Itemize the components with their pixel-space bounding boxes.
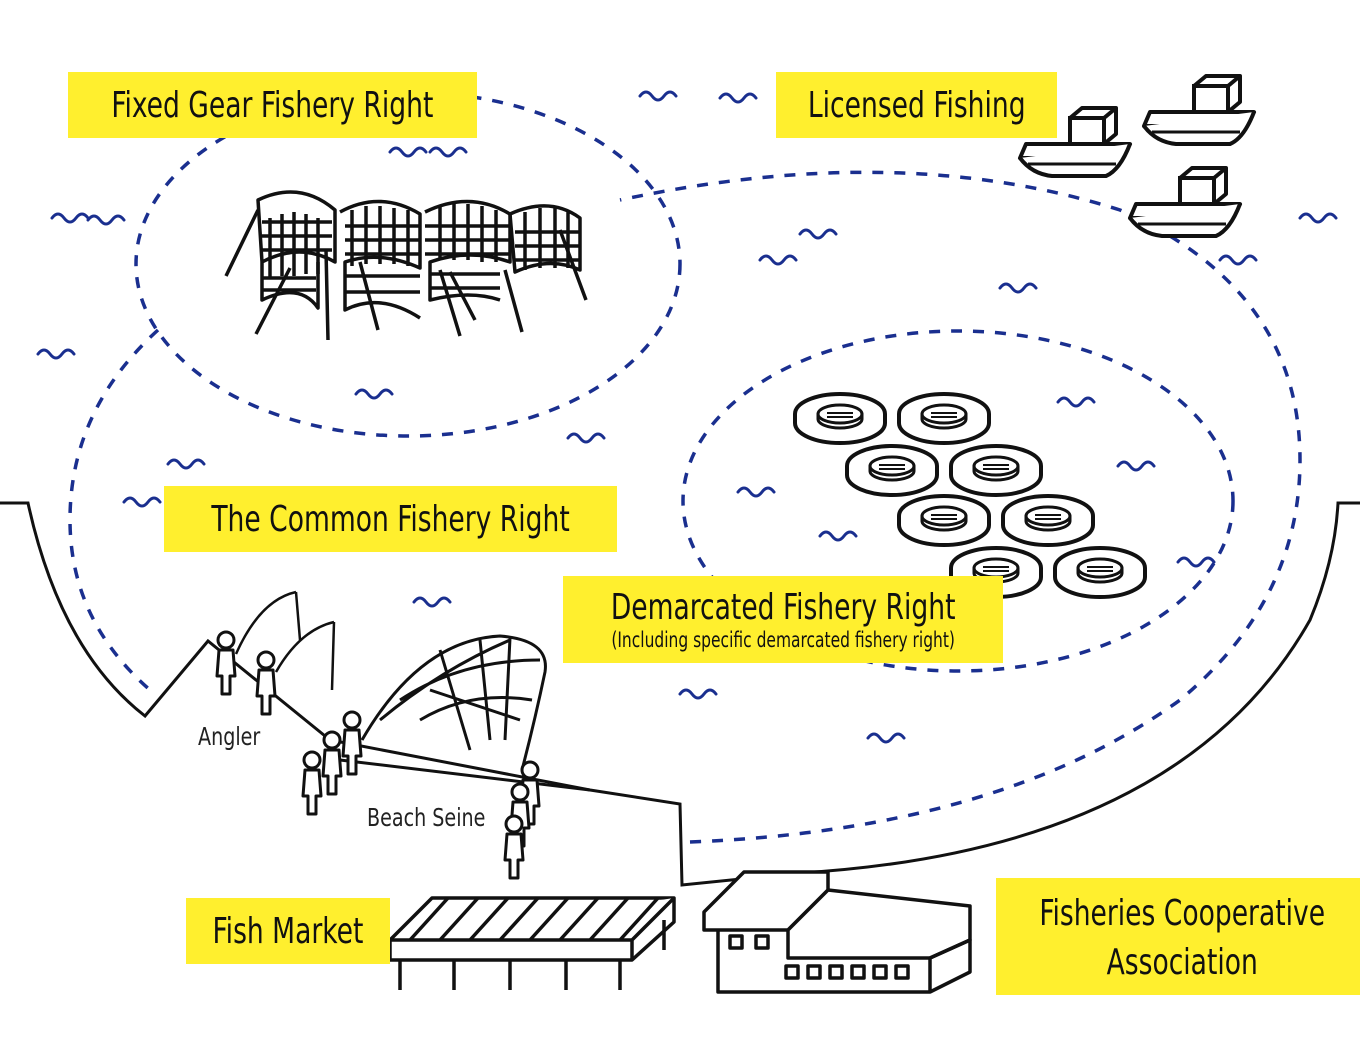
anglers <box>215 590 336 716</box>
common-fishery-boundary <box>68 170 1302 844</box>
demarcated-note-text: (Including specific demarcated fishery r… <box>611 628 955 652</box>
shoreline <box>0 501 1360 887</box>
fixed-gear-fishery-right-label: Fixed Gear Fishery Right <box>68 72 477 138</box>
fish-market-label: Fish Market <box>186 898 390 964</box>
seine-haulers <box>301 710 541 880</box>
fixed-gear-label-text: Fixed Gear Fishery Right <box>111 85 434 126</box>
common-fishery-right-label: The Common Fishery Right <box>164 486 618 552</box>
beach-seine-caption: Beach Seine <box>367 803 486 832</box>
fixed-gear-net <box>224 190 588 341</box>
coop-label-line1: Fisheries Cooperative <box>1039 893 1326 934</box>
cooperative-building <box>702 870 972 994</box>
aquaculture-pens <box>793 392 1147 599</box>
fisheries-cooperative-label: Fisheries Cooperative Association <box>996 878 1360 996</box>
demarcated-fishery-right-label: Demarcated Fishery Right (Including spec… <box>563 576 1004 663</box>
angler-caption: Angler <box>198 722 261 751</box>
common-label-text: The Common Fishery Right <box>211 499 570 540</box>
fish-market-label-text: Fish Market <box>212 911 364 952</box>
fish-market-building <box>388 896 676 990</box>
licensed-label-text: Licensed Fishing <box>807 85 1026 126</box>
licensed-fishing-label: Licensed Fishing <box>776 72 1058 138</box>
demarcated-boundary <box>681 329 1235 673</box>
demarcated-label-text: Demarcated Fishery Right <box>610 587 956 628</box>
coop-label-line2: Association <box>1106 941 1258 983</box>
beach-seine <box>339 634 591 792</box>
